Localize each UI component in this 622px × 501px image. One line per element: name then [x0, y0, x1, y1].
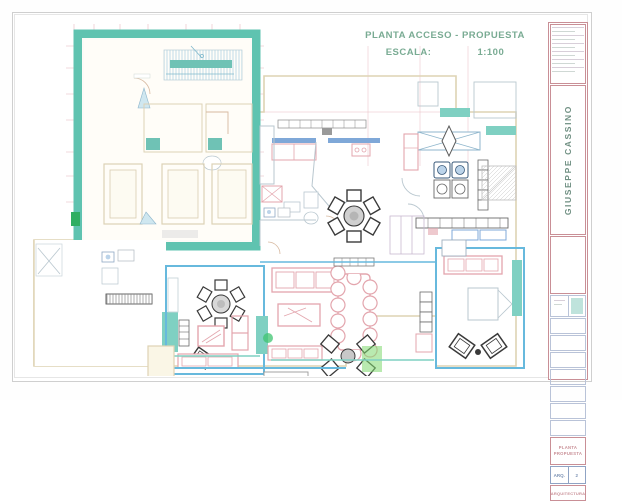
round-table-6-chairs-main [327, 189, 381, 243]
chair-diamond-rr-1 [448, 332, 476, 360]
counter-run-right [415, 217, 509, 235]
crossed-panel [417, 124, 481, 158]
bedroom-door [139, 211, 157, 225]
wall-stub-top-right [440, 108, 470, 117]
drawing-title-block: PLANTA ACCESO - PROPUESTA ESCALA: 1:100 [345, 30, 545, 58]
title-block-cartouche: GIUSEPPE CASSINO [548, 22, 588, 501]
sofa-lower-right [441, 239, 503, 275]
drawing-scale-row: ESCALA: 1:100 [345, 47, 545, 58]
closet-grid [389, 215, 425, 255]
table-small-dot [475, 349, 481, 355]
staircase [163, 45, 243, 81]
coffee-table-salon [197, 325, 225, 347]
upper-rooms [143, 103, 253, 153]
cartouche-two-right [569, 296, 586, 316]
closet-pink [403, 133, 419, 171]
armchair-lower-right [467, 287, 499, 321]
chair-diamond-rr-2 [480, 332, 508, 360]
shelf-col-rr [419, 291, 433, 333]
top-right-rooms [417, 81, 517, 119]
bedroom-bays [103, 163, 253, 225]
green-planter [362, 346, 382, 372]
central-partitions [259, 125, 316, 246]
lower-right-room [415, 239, 525, 369]
cartouche-drawing-label-line2: PROPUESTA [553, 451, 583, 456]
grey-hatched-block [481, 165, 517, 201]
cartouche-row-7 [550, 27, 586, 436]
accent-block-left [71, 212, 80, 226]
wall-divider-center [256, 316, 273, 354]
drawing-title: PLANTA ACCESO - PROPUESTA [365, 30, 525, 41]
cartouche-two-swatch [570, 298, 583, 314]
cartouche-sheet-discipline: ARQ. [551, 467, 569, 483]
scale-value: 1:100 [477, 47, 505, 58]
cartouche-footer: ARQUITECTURA [550, 485, 586, 501]
washing-machines [433, 161, 469, 199]
left-lower-area [33, 240, 166, 366]
central-zone [259, 119, 380, 255]
round-table-6-chairs-salon [196, 279, 246, 329]
upper-left-interior [84, 40, 253, 240]
shelf-unit-salon [231, 315, 249, 351]
floor-plan-drawing [16, 16, 544, 376]
bottom-left-block [147, 345, 175, 376]
wall-vertical-right [512, 260, 522, 316]
green-accent-dot [263, 333, 273, 343]
cartouche-two-left-lines [554, 300, 565, 313]
wall-stub-right [486, 126, 516, 135]
upper-room-fixtures [146, 111, 229, 171]
cartouche-row-6 [550, 27, 586, 419]
cartouche-drawing-label: PLANTA PROPUESTA [550, 437, 586, 465]
wc-fixture [283, 191, 319, 225]
bottom-label-box [263, 371, 309, 376]
cartouche-row-7-lines [552, 27, 584, 376]
cartouche-sheet-row: ARQ. 2 [550, 466, 586, 484]
cartouche-two-cell [550, 295, 586, 317]
right-service-zone [389, 81, 517, 255]
bathroom-central [261, 185, 291, 218]
door-swing-top-left [133, 73, 151, 109]
cartouche-author-cell: GIUSEPPE CASSINO [550, 85, 586, 235]
bottom-boundary-lines [166, 261, 436, 369]
kitchen-counter-run [271, 138, 380, 161]
bathroom-left [101, 249, 153, 305]
kitchen-upper-cabinets [277, 119, 367, 135]
drawing-sheet: PLANTA ACCESO - PROPUESTA ESCALA: 1:100 … [12, 12, 592, 501]
scale-label: ESCALA: [385, 47, 432, 58]
cartouche-sheet-number: 2 [575, 472, 578, 478]
cartouche-two-left [551, 296, 569, 316]
